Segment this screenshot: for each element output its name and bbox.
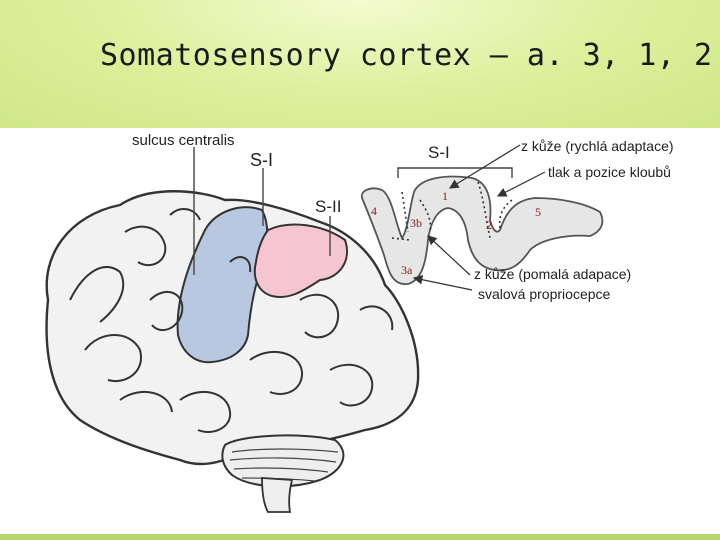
annotation-slow: z kůže (pomalá adapace) [474, 266, 631, 282]
brainstem [261, 477, 294, 513]
area-label-4: 4 [371, 204, 377, 218]
footer-bar [0, 534, 720, 540]
annotation-muscle: svalová propriocepce [478, 286, 611, 302]
annotation-joint: tlak a pozice kloubů [548, 164, 671, 180]
area-label-1: 1 [442, 189, 448, 203]
area-label-5: 5 [535, 205, 541, 219]
label-brain-s1: S-I [250, 150, 273, 170]
cerebellum [221, 434, 345, 488]
s2-region [253, 223, 348, 298]
slide-title: Somatosensory cortex – a. 3, 1, 2 [100, 38, 713, 73]
arrow-rapid [448, 144, 521, 189]
cerebellum-folia [229, 448, 339, 482]
arrow-joint [496, 171, 546, 197]
label-section-s1: S-I [428, 143, 450, 162]
area-label-3a: 3a [401, 263, 413, 277]
title-banner [0, 0, 720, 128]
brain-illustration [45, 147, 420, 513]
arrow-muscle [412, 275, 473, 291]
label-brain-s2: S-II [315, 197, 341, 216]
area-borders [391, 181, 513, 241]
area-label-2: 2 [486, 218, 492, 232]
section-s1-bracket [397, 167, 513, 178]
annotation-rapid: z kůže (rychlá adaptace) [521, 138, 674, 154]
gyri-folds [69, 208, 394, 433]
area-label-3b: 3b [410, 216, 422, 230]
label-sulcus-centralis: sulcus centralis [132, 132, 235, 149]
arrow-slow [427, 235, 471, 276]
